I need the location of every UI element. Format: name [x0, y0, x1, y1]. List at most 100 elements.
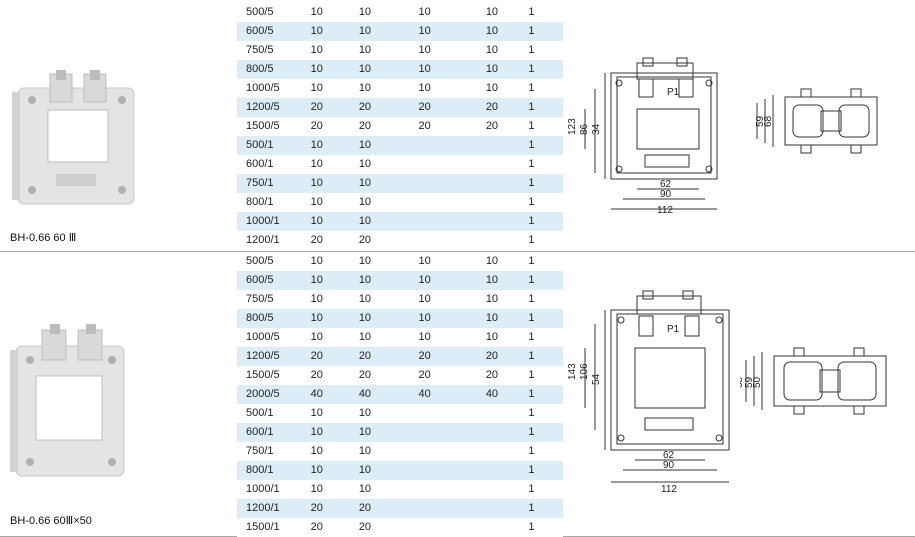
table-cell: 1	[528, 423, 563, 442]
table-cell: 1	[528, 60, 563, 79]
table-cell: 1200/1	[237, 231, 309, 250]
dim-h2: 106	[579, 363, 590, 380]
table-cell	[485, 499, 529, 518]
dim-h3: 54	[591, 373, 602, 385]
table-cell: 20	[308, 366, 359, 385]
table-cell: 20	[485, 366, 529, 385]
dim-s3: 50	[752, 376, 763, 388]
model-label: BH-0.66 60Ⅲ×50	[10, 515, 92, 527]
table-cell: 1	[528, 499, 563, 518]
table-cell	[485, 518, 529, 537]
table-cell: 500/5	[237, 3, 309, 22]
table-cell: 10	[308, 22, 359, 41]
table-cell: 1	[528, 309, 563, 328]
table-cell: 20	[308, 98, 359, 117]
transformer-photo-icon	[10, 324, 125, 477]
table-cell: 750/1	[237, 442, 309, 461]
dim-w3: 112	[661, 484, 677, 495]
table-cell: 20	[308, 117, 359, 136]
table-cell: 10	[308, 3, 359, 22]
table-cell: 10	[308, 136, 359, 155]
table-cell: 1	[528, 22, 563, 41]
table-cell: 10	[418, 271, 486, 290]
table-cell	[418, 404, 486, 423]
table-cell: 10	[485, 3, 529, 22]
table-cell	[418, 212, 486, 231]
table-cell: 10	[358, 252, 419, 271]
terminal-label: P1	[667, 324, 680, 335]
table-cell: 10	[308, 461, 359, 480]
table-cell: 1500/5	[237, 117, 309, 136]
table-cell: 1	[528, 366, 563, 385]
table-cell: 10	[418, 252, 486, 271]
table-cell: 2000/5	[237, 385, 309, 404]
table-cell: 500/1	[237, 136, 309, 155]
table-cell: 10	[308, 252, 359, 271]
table-cell: 1000/5	[237, 79, 309, 98]
table-cell: 1	[528, 442, 563, 461]
table-cell: 10	[308, 41, 359, 60]
dim-w1: 62	[663, 450, 675, 461]
table-cell	[485, 174, 529, 193]
table-cell	[485, 423, 529, 442]
table-cell: 800/1	[237, 193, 309, 212]
model-label: BH-0.66 60 Ⅲ	[10, 232, 77, 244]
transformer-photo-icon	[12, 70, 135, 205]
table-cell: 10	[358, 328, 419, 347]
table-cell: 10	[418, 60, 486, 79]
table-cell: 10	[308, 193, 359, 212]
table-cell: 1	[528, 271, 563, 290]
table-cell: 10	[485, 309, 529, 328]
table-cell: 1	[528, 117, 563, 136]
table-cell: 750/5	[237, 290, 309, 309]
dim-s1: 68	[763, 115, 774, 127]
table-cell: 1	[528, 252, 563, 271]
table-cell: 10	[485, 79, 529, 98]
table-cell: 800/1	[237, 461, 309, 480]
table-cell: 600/1	[237, 423, 309, 442]
table-cell	[485, 480, 529, 499]
table-cell: 20	[308, 518, 359, 537]
table-cell: 10	[358, 480, 419, 499]
table-cell: 750/1	[237, 174, 309, 193]
table-cell: 20	[418, 117, 486, 136]
table-cell: 10	[358, 79, 419, 98]
table-cell: 1	[528, 518, 563, 537]
front-dimension-drawing: P1 143 106 54 62 90 112	[567, 290, 730, 495]
table-cell: 750/5	[237, 41, 309, 60]
table-cell: 10	[358, 22, 419, 41]
table-cell: 10	[308, 423, 359, 442]
dim-height: 123	[567, 118, 578, 135]
dim-w3: 112	[657, 205, 673, 216]
table-cell: 10	[308, 404, 359, 423]
table-cell: 1000/1	[237, 480, 309, 499]
table-cell: 20	[308, 499, 359, 518]
dim-w2: 90	[663, 460, 675, 471]
table-cell: 10	[308, 480, 359, 499]
table-cell: 1200/5	[237, 98, 309, 117]
table-cell: 20	[358, 98, 419, 117]
table-cell: 10	[358, 155, 419, 174]
table-cell	[418, 136, 486, 155]
table-cell: 1000/1	[237, 212, 309, 231]
table-cell: 600/5	[237, 22, 309, 41]
dim-s2: 59	[744, 376, 755, 388]
table-cell: 10	[358, 271, 419, 290]
table-cell: 20	[358, 518, 419, 537]
table-cell: 10	[485, 22, 529, 41]
table-cell: 20	[308, 347, 359, 366]
table-cell: 10	[485, 271, 529, 290]
table-cell: 20	[485, 98, 529, 117]
